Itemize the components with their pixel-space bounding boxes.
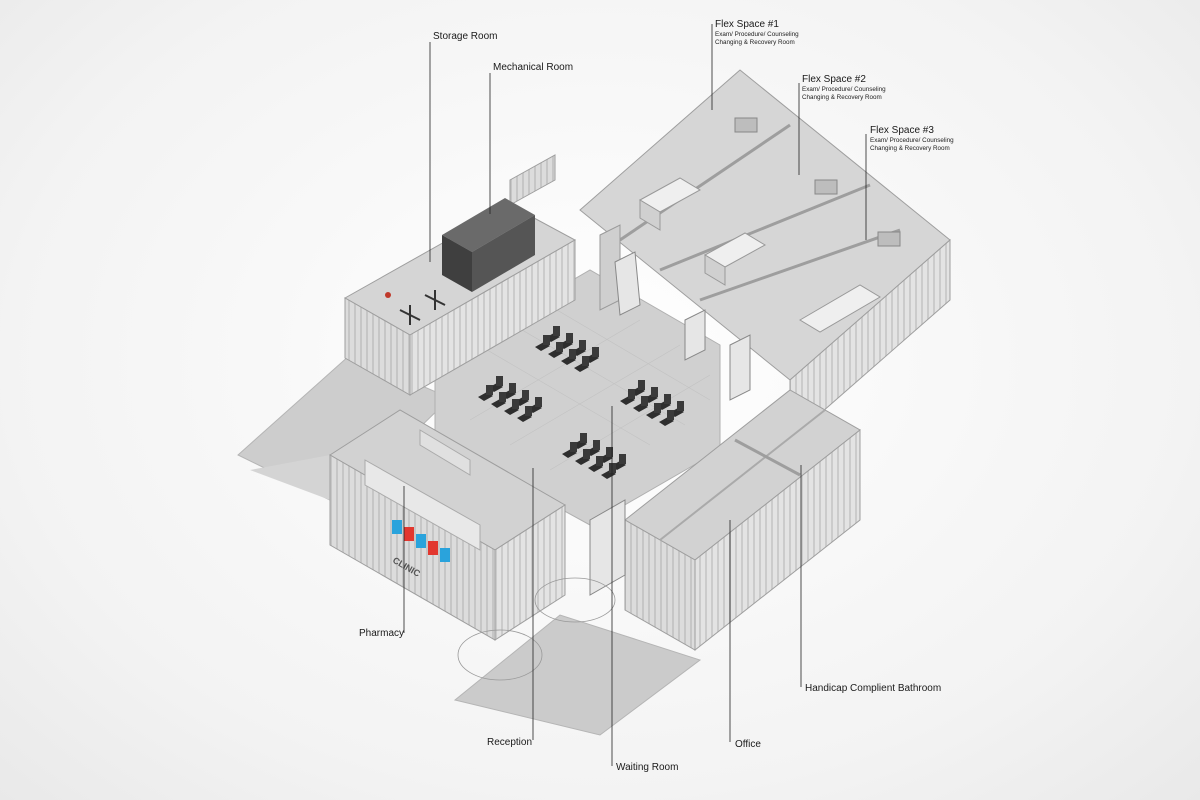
waiting-chairs [478, 326, 684, 479]
pharmacy-label: Pharmacy [359, 628, 404, 640]
waiting-chair-back [579, 340, 586, 350]
leader-lines [403, 24, 867, 766]
waiting-chair-back [651, 387, 658, 397]
waiting-chair-back [664, 394, 671, 404]
flex-space-3-title: Flex Space #3 [870, 125, 934, 136]
flex-space-1-sub1: Exam/ Procedure/ Counseling [715, 31, 799, 38]
reception-text: Reception [487, 737, 533, 748]
waiting-chair-back [641, 396, 648, 406]
waiting-chair-back [667, 410, 674, 420]
waiting-chair-back [582, 356, 589, 366]
waiting-chair-back [583, 449, 590, 459]
reception-label: Reception [487, 737, 532, 749]
waiting-room-text: Waiting Room [616, 762, 679, 773]
waiting-chair-back [512, 399, 519, 409]
waiting-room-walls [599, 224, 751, 401]
mechanical-room-label: Mechanical Room [493, 62, 573, 74]
waiting-chair-back [609, 463, 616, 473]
waiting-chair-back [654, 403, 661, 413]
pharmacy-text: Pharmacy [359, 628, 405, 639]
waiting-chair-back [553, 326, 560, 336]
waiting-chair-back [566, 333, 573, 343]
waiting-chair-back [596, 456, 603, 466]
storage-room-text: Storage Room [433, 31, 498, 42]
waiting-chair-back [556, 342, 563, 352]
waiting-chair-back [535, 397, 542, 407]
waiting-chair-back [522, 390, 529, 400]
ground-slab [237, 354, 702, 736]
flex-space-2-sub2: Changing & Recovery Room [802, 94, 882, 101]
waiting-chair-back [509, 383, 516, 393]
waiting-chair-back [638, 380, 645, 390]
waiting-chair-back [525, 406, 532, 416]
bathroom-label: Handicap Complient Bathroom [805, 683, 941, 695]
waiting-chair-back [593, 440, 600, 450]
waiting-chair-back [569, 349, 576, 359]
mechanical-room-text: Mechanical Room [493, 62, 574, 73]
waiting-room-label: Waiting Room [616, 762, 678, 774]
flex-spaces-container [579, 69, 951, 442]
waiting-chair-back [606, 447, 613, 457]
flex-space-2-title: Flex Space #2 [802, 74, 866, 85]
storage-room-label: Storage Room [433, 31, 497, 43]
office-bathroom-container [534, 389, 861, 652]
waiting-chair-back [592, 347, 599, 357]
flex-space-3-sub2: Changing & Recovery Room [870, 145, 950, 152]
waiting-chair-back [677, 401, 684, 411]
bathroom-text: Handicap Complient Bathroom [805, 683, 942, 694]
waiting-chair-back [499, 392, 506, 402]
waiting-chair-back [496, 376, 503, 386]
flex-space-2-sub1: Exam/ Procedure/ Counseling [802, 86, 886, 93]
flex-space-3-label: Flex Space #3 Exam/ Procedure/ Counselin… [870, 125, 954, 153]
storage-mechanical-container [343, 154, 577, 396]
waiting-chair-back [570, 442, 577, 452]
waiting-chair-back [619, 454, 626, 464]
waiting-chair-back [628, 389, 635, 399]
flex-space-3-sub1: Exam/ Procedure/ Counseling [870, 137, 954, 144]
waiting-chair-back [543, 335, 550, 345]
office-text: Office [735, 739, 761, 750]
flex-space-1-sub2: Changing & Recovery Room [715, 39, 795, 46]
flex-space-1-label: Flex Space #1 Exam/ Procedure/ Counselin… [715, 19, 799, 47]
office-label: Office [735, 739, 761, 751]
waiting-chair-back [486, 385, 493, 395]
waiting-chair-back [580, 433, 587, 443]
flex-space-2-label: Flex Space #2 Exam/ Procedure/ Counselin… [802, 74, 886, 102]
flex-space-1-title: Flex Space #1 [715, 19, 779, 30]
pharmacy-reception-container: CLINIC [329, 409, 566, 681]
